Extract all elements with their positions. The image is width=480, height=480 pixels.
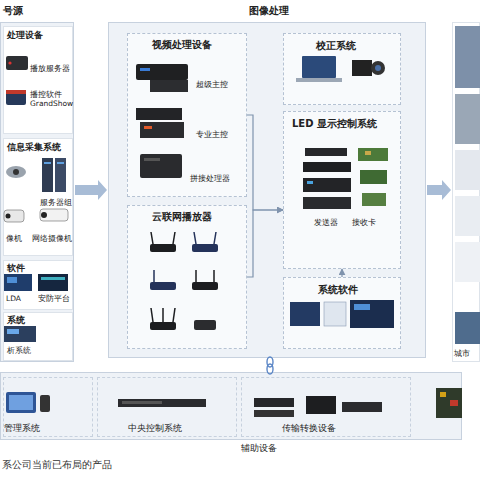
item-box: LED 显示控制系统发送器接收卡 xyxy=(283,111,401,269)
item-box: 管理系统 xyxy=(3,377,93,437)
flow-arrow xyxy=(427,180,451,200)
flow-arrow xyxy=(75,180,107,200)
section-box: 系统析系统 xyxy=(3,312,73,361)
section-box: 城市 xyxy=(452,22,480,362)
node-heading: 校正系统 xyxy=(316,40,398,52)
caption: 系公司当前已布局的产品 xyxy=(2,459,112,471)
node-heading: 管理系统 xyxy=(4,423,74,433)
item-label: 析系统 xyxy=(7,347,67,356)
node-heading: 城市 xyxy=(454,349,480,358)
item-label: 发送器 xyxy=(314,218,350,227)
item-label: 超级主控 xyxy=(196,80,246,89)
node-heading: 中央控制系统 xyxy=(128,423,218,433)
node-heading: LED 显示控制系统 xyxy=(292,118,400,130)
item-box: 视频处理设备超级主控专业主控拼接处理器 xyxy=(127,33,247,197)
item-label: 播放服务器 xyxy=(30,65,74,74)
node-heading: 号源 xyxy=(3,5,63,17)
item-label: 安防平台 xyxy=(38,295,74,304)
node-heading: 辅助设备 xyxy=(241,443,301,453)
section-box: 软件 LDA 安防平台 xyxy=(3,260,73,310)
node-heading: 传输转换设备 xyxy=(282,423,382,433)
item-box: 校正系统 xyxy=(283,33,401,105)
item-label: 播控软件 GrandShow xyxy=(30,91,74,108)
group-panel: 图像处理视频处理设备超级主控专业主控拼接处理器云联网播放器校正系统LED 显示控… xyxy=(108,22,426,358)
node-heading: 视频处理设备 xyxy=(152,39,244,51)
item-label: 接收卡 xyxy=(352,218,388,227)
group-panel: 辅助设备管理系统中央控制系统传输转换设备 xyxy=(0,372,462,440)
link-icon xyxy=(267,357,273,367)
section-box: 处理设备播放服务器播控软件 GrandShow xyxy=(3,26,73,134)
item-box: 云联网播放器 xyxy=(127,205,247,349)
item-label: 像机 xyxy=(6,235,32,244)
item-label: LDA xyxy=(6,295,34,304)
item-box: 传输转换设备 xyxy=(241,377,411,437)
item-label: 拼接处理器 xyxy=(190,174,246,183)
node-heading: 处理设备 xyxy=(7,30,71,40)
node-heading: 图像处理 xyxy=(249,5,329,17)
node-heading: 信息采集系统 xyxy=(7,142,71,152)
item-box: 中央控制系统 xyxy=(97,377,237,437)
item-label: 网络摄像机 xyxy=(32,235,74,244)
item-box: 系统软件 xyxy=(283,277,401,349)
node-heading: 系统 xyxy=(7,315,71,325)
node-heading: 系统软件 xyxy=(318,284,400,296)
item-label: 服务器组 xyxy=(40,199,74,208)
item-label: 专业主控 xyxy=(196,130,246,139)
group-panel: 号源处理设备播放服务器播控软件 GrandShow信息采集系统服务器组像机网络摄… xyxy=(0,22,74,362)
section-box: 信息采集系统服务器组像机网络摄像机 xyxy=(3,138,73,256)
node-heading: 软件 xyxy=(7,263,71,273)
node-heading: 云联网播放器 xyxy=(152,211,244,223)
